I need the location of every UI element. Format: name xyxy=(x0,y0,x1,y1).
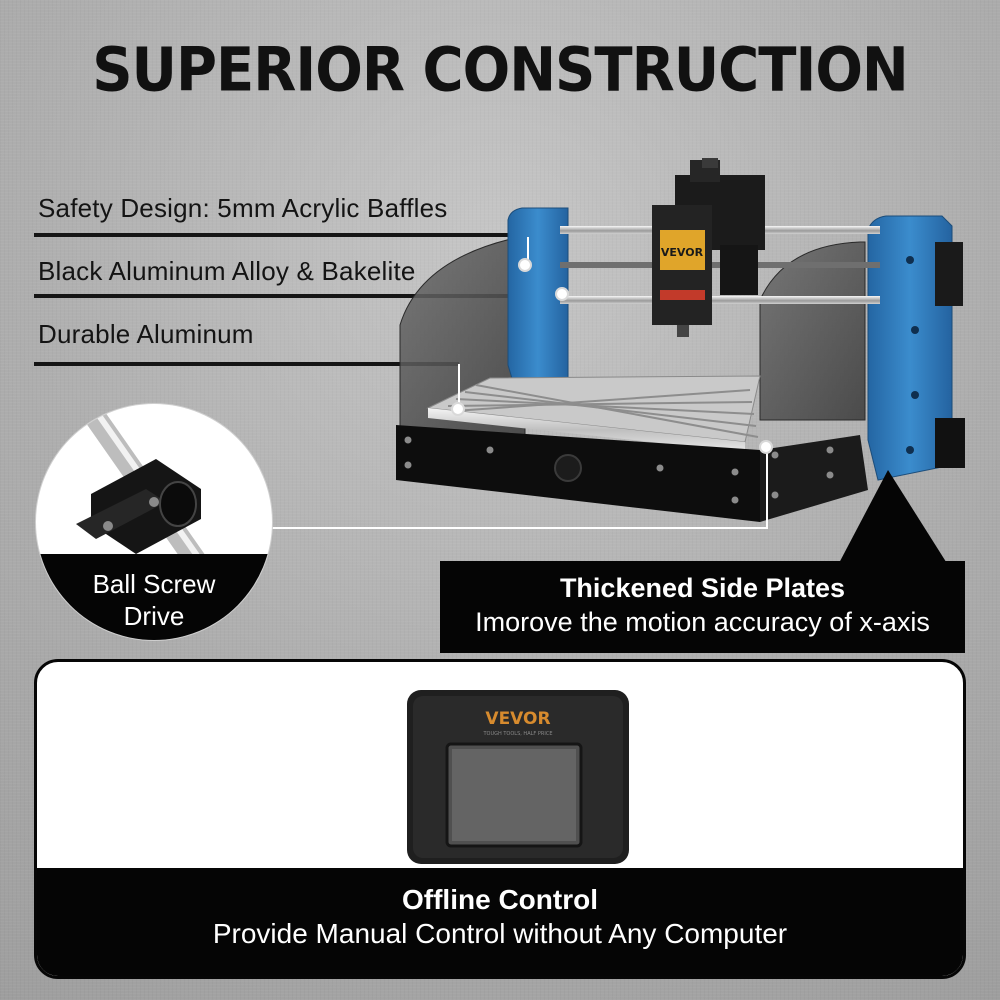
offline-control-title: Offline Control xyxy=(402,884,598,915)
callout-dot-alloy xyxy=(555,287,569,301)
leader-line-safety xyxy=(527,237,529,265)
ball-screw-caption: Ball Screw Drive xyxy=(36,554,272,640)
feature-underline-safety xyxy=(34,233,524,237)
callout-dot-safety xyxy=(518,258,532,272)
feature-label-alloy: Black Aluminum Alloy & Bakelite xyxy=(38,256,416,286)
feature-label-aluminum: Durable Aluminum xyxy=(38,319,254,349)
ball-screw-caption-line1: Ball Screw xyxy=(92,569,216,599)
cnc-engraver-machine-image: VEVOR xyxy=(396,158,965,522)
side-plates-pointer xyxy=(838,470,948,565)
feature-underline-aluminum xyxy=(34,362,459,366)
machine-logo: VEVOR xyxy=(661,246,704,259)
side-plates-banner: Thickened Side Plates Imorove the motion… xyxy=(440,561,965,653)
controller-logo: VEVOR xyxy=(485,709,550,729)
side-plates-subtitle: Imorove the motion accuracy of x-axis xyxy=(475,607,930,637)
leader-line-aluminum-vertical xyxy=(458,364,460,406)
ball-screw-callout: Ball Screw Drive xyxy=(36,404,272,640)
feature-label-safety: Safety Design: 5mm Acrylic Baffles xyxy=(38,193,448,223)
controller-tagline: TOUGH TOOLS, HALF PRICE xyxy=(483,731,553,737)
callout-dot-aluminum xyxy=(451,402,465,416)
offline-control-panel: VEVOR TOUGH TOOLS, HALF PRICE Offline Co… xyxy=(34,659,966,979)
ball-screw-caption-line2: Drive xyxy=(123,601,185,631)
page-title: SUPERIOR CONSTRUCTION xyxy=(92,35,909,106)
feature-underline-alloy xyxy=(34,294,559,298)
leader-line-ball-screw-vertical xyxy=(766,446,768,529)
offline-control-caption: Offline Control Provide Manual Control w… xyxy=(37,868,963,976)
offline-controller-image: VEVOR TOUGH TOOLS, HALF PRICE xyxy=(407,690,629,864)
leader-line-ball-screw-horizontal xyxy=(270,527,767,529)
side-plates-title: Thickened Side Plates xyxy=(559,573,846,603)
callout-dot-ball-screw xyxy=(759,440,773,454)
offline-control-subtitle: Provide Manual Control without Any Compu… xyxy=(212,918,788,949)
